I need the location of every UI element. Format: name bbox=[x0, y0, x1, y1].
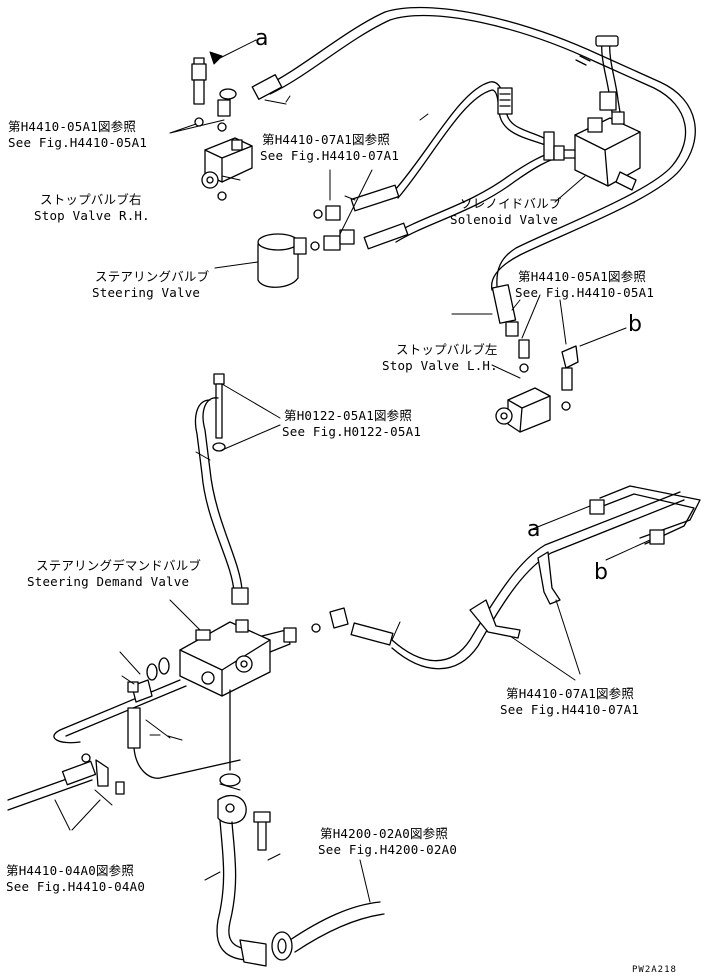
ref-h4410-04a0-jp: 第H4410-04A0図参照 bbox=[6, 863, 135, 878]
solenoid-valve-label-en: Solenoid Valve bbox=[450, 212, 559, 227]
drain-pipe-upper bbox=[194, 373, 249, 605]
ref-stop-valve-lh-en: See Fig.H4410-05A1 bbox=[515, 285, 655, 300]
steering-demand-valve-body bbox=[179, 619, 297, 697]
top-hose-loop bbox=[251, 6, 696, 291]
ref-h4200-en: See Fig.H4200-02A0 bbox=[318, 842, 458, 857]
demand-valve-lh-hose bbox=[7, 679, 241, 811]
steering-valve-label-en: Steering Valve bbox=[92, 285, 201, 300]
solenoid-valve-label-jp: ソレノイドバルブ bbox=[460, 196, 562, 211]
steering-valve-label-jp: ステアリングバルブ bbox=[95, 269, 210, 284]
stop-valve-lh-label-en: Stop Valve L.H. bbox=[382, 358, 498, 373]
steering-demand-valve-label-jp: ステアリングデマンドバルブ bbox=[36, 558, 202, 573]
solenoid-feed-hoses bbox=[391, 81, 557, 243]
stop-valve-rh-label-en: Stop Valve R.H. bbox=[34, 208, 150, 223]
stop-valve-lh-label-jp: ストップバルブ左 bbox=[396, 342, 498, 357]
stop-valve-lh-assembly bbox=[491, 284, 579, 433]
ref-h4200-jp: 第H4200-02A0図参照 bbox=[320, 826, 449, 841]
stop-valve-rh-assembly bbox=[191, 57, 253, 201]
steering-demand-valve-label-en: Steering Demand Valve bbox=[27, 574, 190, 589]
label-a-mid: a bbox=[527, 517, 541, 542]
demand-valve-rh-hose bbox=[311, 485, 701, 670]
ref-clamp-en: See Fig.H4410-07A1 bbox=[500, 702, 640, 717]
solenoid-valve-body bbox=[553, 35, 641, 191]
hose-clamps bbox=[469, 551, 561, 639]
ref-stop-valve-rh-en: See Fig.H4410-05A1 bbox=[8, 135, 148, 150]
steering-valve-assembly bbox=[257, 184, 409, 288]
ref-h0122-en: See Fig.H0122-05A1 bbox=[282, 424, 422, 439]
ref-steering-valve-en: See Fig.H4410-07A1 bbox=[260, 148, 400, 163]
demand-valve-left-fittings bbox=[127, 657, 170, 703]
ref-h4410-04a0-en: See Fig.H4410-04A0 bbox=[6, 879, 146, 894]
ref-h0122-jp: 第H0122-05A1図参照 bbox=[284, 408, 413, 423]
drain-pipe-lower bbox=[216, 689, 271, 967]
bottom-hose-connector bbox=[271, 901, 385, 961]
label-b-mid: b bbox=[594, 560, 609, 585]
ref-clamp-jp: 第H4410-07A1図参照 bbox=[506, 686, 635, 701]
leader-lines bbox=[54, 39, 651, 903]
ref-stop-valve-lh-jp: 第H4410-05A1図参照 bbox=[518, 269, 647, 284]
drawing-number: PW2A218 bbox=[632, 965, 677, 975]
ref-steering-valve-jp: 第H4410-07A1図参照 bbox=[262, 132, 391, 147]
ref-stop-valve-rh-jp: 第H4410-05A1図参照 bbox=[8, 119, 137, 134]
stop-valve-rh-label-jp: ストップバルブ右 bbox=[40, 192, 142, 207]
label-b-top: b bbox=[628, 312, 643, 337]
label-a-top: a bbox=[255, 26, 269, 51]
